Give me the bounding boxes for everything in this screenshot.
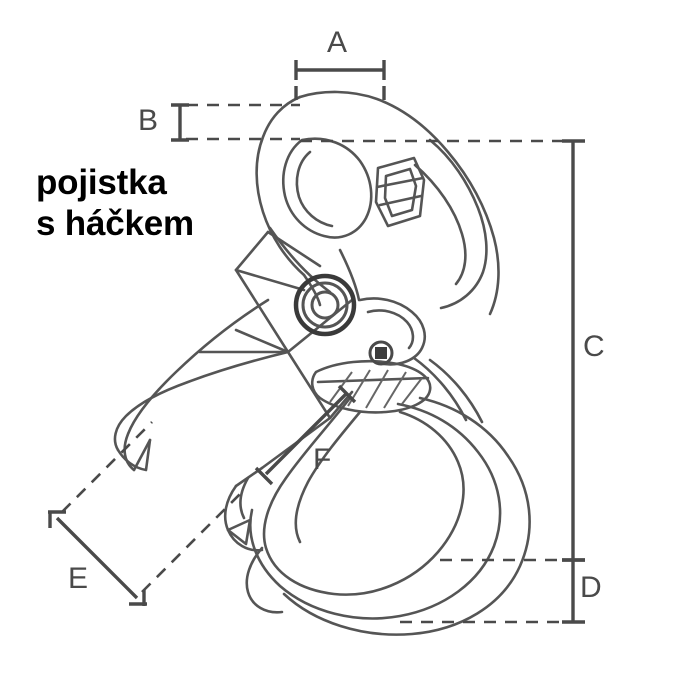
keeper-nose-path [358, 297, 426, 366]
keeper-nose-inner-path [366, 309, 415, 350]
lock-block-bar-path [375, 176, 425, 189]
dimension-label-f: F [313, 443, 332, 476]
facet-line-7-path [234, 230, 270, 272]
ext-line-E-lower [141, 489, 245, 593]
secondary-bolt-head-rect [375, 347, 387, 359]
dimension-label-e: E [68, 562, 89, 595]
hook-inner-profile-path [262, 396, 465, 596]
hook-middle-profile-path [249, 402, 502, 620]
pivot-bolt-group [293, 273, 357, 337]
facet-line-1-path [234, 268, 306, 292]
hook-inner-detail-path [294, 410, 362, 544]
facet-line-4-path [234, 328, 290, 354]
hook-outer-profile-path [282, 396, 531, 636]
latch-arm-outer-path [123, 298, 270, 472]
dim-tick-F-end [337, 384, 357, 404]
upper-eye-left-path [255, 95, 306, 277]
hook-point-inner-path [239, 476, 250, 520]
dimension-lines-group [48, 60, 585, 624]
pivot-bolt-outer-circle [293, 273, 357, 337]
facet-line-8-path [266, 230, 322, 268]
dim-line-F [264, 392, 348, 476]
spring-housing-bar-path [316, 376, 430, 384]
facet-line-6-path [286, 350, 332, 420]
shackle-inner-path [413, 163, 467, 286]
facet-line-2-path [234, 268, 290, 354]
safety-tail-path [245, 546, 284, 614]
spring-housing-path [310, 359, 432, 414]
pivot-bolt-mid-circle [301, 281, 349, 329]
dimension-label-a: A [327, 26, 348, 59]
upper-eye-inner-ring-path [281, 137, 373, 239]
lock-block-bar2-path [378, 194, 423, 207]
lock-block-path [374, 156, 426, 228]
latch-arm-tip-path [116, 438, 152, 472]
dim-tick-F-start [254, 466, 274, 486]
spring-hatching-group [329, 369, 423, 409]
latch-arm-upper-path [113, 350, 290, 452]
dimension-label-b: B [138, 104, 159, 137]
extension-lines-group [61, 103, 566, 624]
hatch-3 [365, 369, 389, 409]
body-contour-b-path [338, 248, 361, 302]
dimension-label-c: C [583, 330, 605, 363]
hook-spine-path [428, 358, 484, 424]
body-left-sweep-path [302, 273, 322, 307]
dimension-label-d: D [580, 571, 602, 604]
hook-spine-2-path [412, 356, 468, 422]
pivot-bolt-inner-circle [310, 290, 340, 320]
hatch-5 [401, 377, 423, 405]
ext-line-E-upper [61, 421, 153, 513]
secondary-bolt-outer-circle [368, 340, 394, 366]
lock-block-inner-path [383, 167, 418, 218]
hatch-4 [383, 371, 407, 409]
shackle-right-path [428, 138, 488, 310]
secondary-bolt-group [368, 340, 394, 366]
upper-eye-inner-ring-2-path [295, 150, 334, 228]
figure-caption: pojistka s háčkem [36, 163, 194, 244]
latch-arm-hook-tip-path [132, 438, 152, 472]
hook-outline-group [113, 90, 531, 636]
dim-line-E [55, 516, 139, 600]
hook-point-tip-path [226, 518, 252, 546]
upper-eye-outer-path [298, 90, 500, 316]
